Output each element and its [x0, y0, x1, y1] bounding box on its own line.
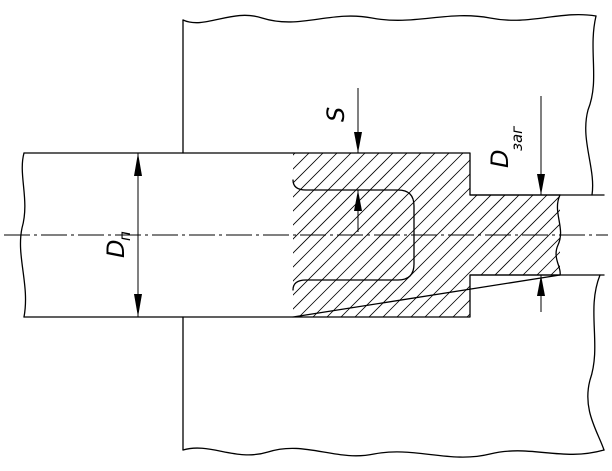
die-right-break-upper: [585, 15, 597, 196]
punch-diameter-label: D: [102, 240, 130, 258]
hatch-line: [293, 153, 351, 317]
rod-break-line: [555, 194, 562, 276]
hatch-line: [415, 153, 560, 317]
punch-diameter-subscript: п: [116, 231, 134, 241]
hatch-line: [598, 140, 612, 340]
die-bottom-break-line: [182, 447, 605, 458]
hatch-line: [541, 153, 560, 317]
hatch-line: [513, 153, 560, 317]
die-body: [182, 13, 605, 458]
die-top-break-line: [182, 13, 597, 24]
hatch-line: [293, 153, 407, 317]
section-hatching: [293, 140, 612, 340]
hatch-line: [293, 153, 365, 317]
hatch-line: [293, 153, 449, 317]
blank-diameter-subscript: заг: [508, 126, 526, 151]
hatch-line: [499, 153, 560, 317]
wall-thickness-label: S: [322, 107, 350, 122]
hatch-line: [293, 153, 379, 317]
blank-section: [292, 140, 612, 340]
hatch-line: [293, 153, 477, 317]
hatch-line: [429, 153, 560, 317]
hatch-line: [293, 153, 323, 317]
hatch-line: [443, 153, 560, 317]
hatch-line: [293, 153, 337, 317]
extruded-rod: [469, 194, 605, 276]
dimension-blank-diameter: D заг: [486, 96, 545, 312]
blank-diameter-label: D: [486, 150, 514, 168]
dimension-punch-diameter: D п: [102, 153, 142, 317]
punch-break-line: [19, 152, 27, 318]
hatch-line: [485, 153, 560, 317]
hatch-line: [293, 153, 393, 317]
hatch-line: [584, 140, 612, 340]
hatch-line: [293, 153, 421, 317]
hatch-line: [293, 153, 435, 317]
dimension-wall-thickness: S: [322, 88, 362, 232]
hatch-line: [555, 153, 560, 317]
hatch-line: [401, 153, 560, 317]
hatch-line: [457, 153, 560, 317]
hatch-line: [293, 153, 463, 317]
hatch-line: [293, 153, 491, 317]
die-right-break-lower: [587, 274, 605, 451]
punch: [19, 152, 294, 318]
